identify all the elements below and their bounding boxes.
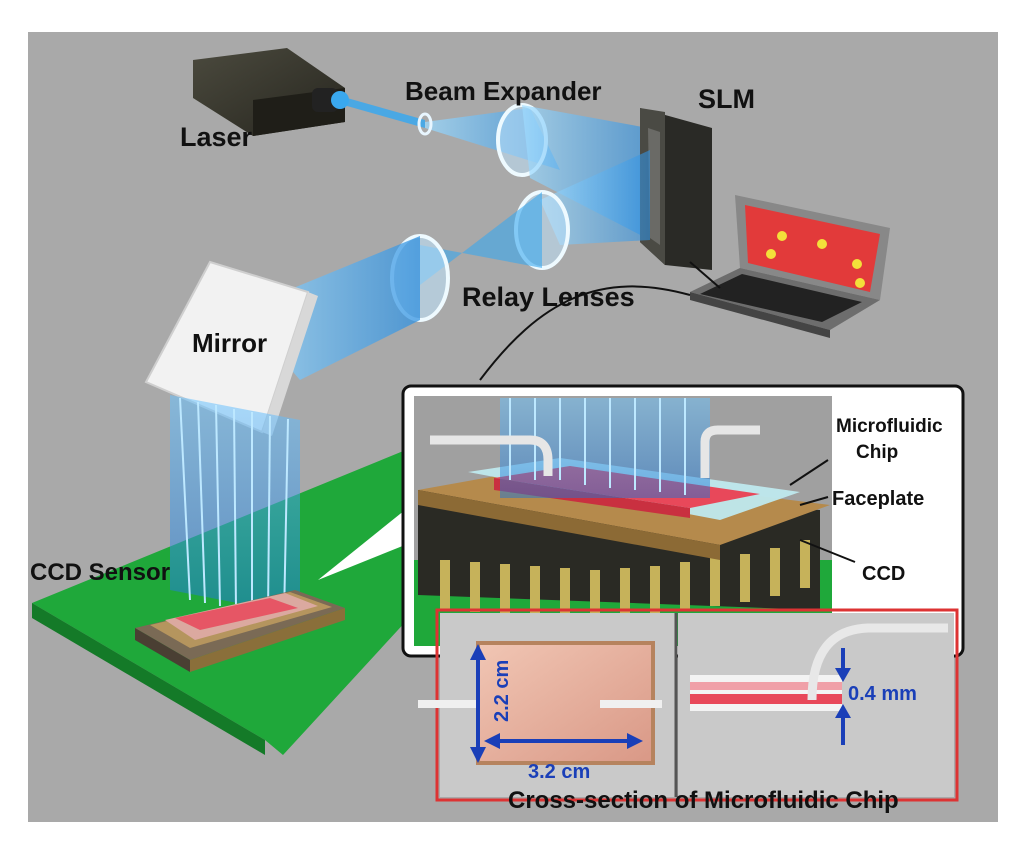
label-width-dimension: 3.2 cm [528,761,590,783]
label-chip: Chip [856,442,898,463]
label-mirror: Mirror [192,328,267,358]
label-cross-section: Cross-section of Microfluidic Chip [508,787,899,814]
label-ccd-sensor: CCD Sensor [30,559,170,586]
label-microfluidic: Microfluidic [836,416,943,437]
label-height-dimension: 2.2 cm [491,660,513,722]
beam-expander-small-lens [417,112,433,136]
ccd-sensor-chip [135,590,345,672]
laptop [690,195,890,338]
label-faceplate: Faceplate [832,488,924,510]
label-relay-lenses: Relay Lenses [462,282,635,312]
label-depth-dimension: 0.4 mm [848,683,917,705]
cable [479,285,691,381]
cross-section-panels [418,608,959,802]
laser-beam [340,96,425,128]
label-ccd: CCD [862,563,905,585]
callout-wedge [318,510,405,580]
zoom-inset [401,384,965,658]
relay-crossover-beam [420,192,542,285]
faceplate-pointer [799,496,829,506]
chip-pointer [789,459,829,486]
slm-cable [689,261,721,289]
vertical-beams [170,395,300,619]
ccd-pointer [799,539,856,563]
laser-device [193,48,349,136]
slm-device [640,108,712,270]
circuit-board-edge [32,603,265,755]
dimension-arrows [470,644,851,763]
label-slm: SLM [698,84,755,114]
label-beam-expander: Beam Expander [405,76,602,106]
label-laser: Laser [180,122,253,152]
